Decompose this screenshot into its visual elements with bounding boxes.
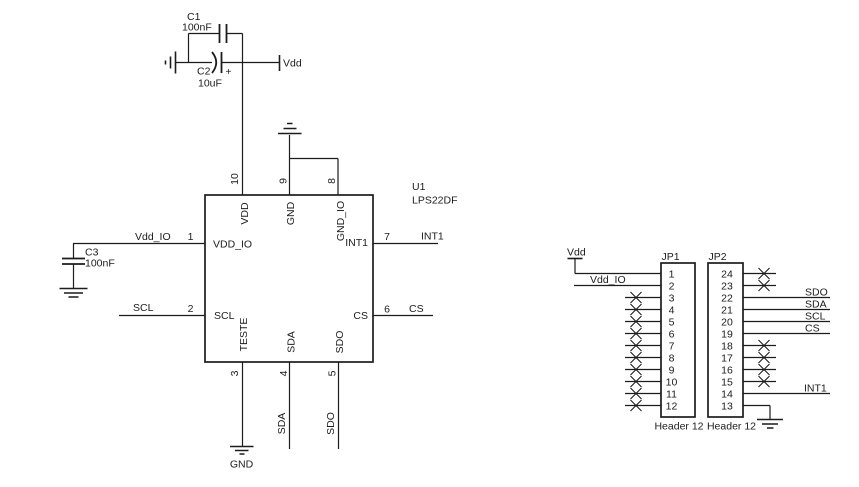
header-jp2: JP2 24 23 22 21 20 19 18 17 16 15 14 13 … — [707, 251, 830, 433]
net-wires-right: INT1 CS — [373, 231, 444, 317]
net-label-sda-jp2: SDA — [805, 299, 827, 311]
decoupling-wires — [176, 32, 279, 195]
ic-pin-label-cs: CS — [353, 310, 368, 322]
jp2-pin-num: 21 — [721, 304, 733, 316]
jp1-pin-num: 5 — [669, 316, 675, 328]
net-label-scl-jp2: SCL — [805, 311, 826, 323]
jp2-pin-num: 16 — [721, 364, 733, 376]
no-connect-x-jp2 — [758, 267, 770, 388]
jp1-pin-num: 4 — [669, 304, 675, 316]
jp2-pin-num: 15 — [721, 376, 733, 388]
capacitor-c3-plates — [62, 257, 85, 265]
header-jp2-ref: JP2 — [709, 251, 727, 263]
net-label-sdo-jp2: SDO — [805, 287, 828, 299]
net-label-cs-jp2: CS — [805, 323, 820, 335]
jp2-pin-num: 24 — [721, 268, 733, 280]
capacitor-c2-curved-plate — [211, 51, 218, 74]
jp1-pin-num: 12 — [666, 400, 678, 412]
jp2-pin-num: 22 — [721, 292, 733, 304]
ic-pin-label-gnd-io: GND_IO — [335, 201, 347, 241]
jp2-pin-num: 20 — [721, 316, 733, 328]
ic-pin-label-sda: SDA — [286, 331, 298, 353]
no-connect-x-jp1 — [630, 291, 642, 412]
capacitor-c3: C3 100nF — [59, 243, 115, 298]
ic-pin-num-4: 4 — [278, 370, 290, 376]
ic-pin-label-scl: SCL — [214, 310, 235, 322]
header-jp2-body — [707, 262, 744, 418]
ic-pin-num-3: 3 — [229, 370, 241, 376]
ic-pin-label-vdd: VDD — [239, 202, 251, 225]
ic-pin-label-int1: INT1 — [345, 237, 368, 249]
capacitor-c1-value: 100nF — [182, 22, 212, 34]
header-jp1-body — [660, 262, 696, 418]
jp1-pin-num: 1 — [669, 268, 675, 280]
ground-symbol-jp2 — [757, 418, 783, 429]
ic-pin-label-teste: TESTE — [238, 318, 250, 352]
vdd-label-left: Vdd — [283, 58, 302, 70]
ic-pin-num-10: 10 — [229, 173, 241, 185]
capacitor-c2-value: 10uF — [198, 78, 222, 90]
net-label-cs-u1: CS — [409, 303, 424, 315]
ic-pin-num-7: 7 — [384, 231, 390, 243]
ic-pin-num-5: 5 — [327, 370, 339, 376]
jp1-pin-num: 8 — [669, 352, 675, 364]
ic-pin-num-1: 1 — [188, 231, 194, 243]
net-label-sda-wire: SDA — [276, 413, 288, 435]
ic-pin-num-9: 9 — [278, 178, 290, 184]
jp1-pin-num: 10 — [666, 376, 678, 388]
ic-u1-part: LPS22DF — [412, 195, 458, 207]
ic-pin-num-2: 2 — [188, 303, 194, 315]
header-jp1-ref: JP1 — [662, 251, 680, 263]
capacitor-c2-polarity: + — [226, 67, 232, 78]
net-wires-left: Vdd_IO SCL — [73, 231, 205, 317]
power-ground-symbol-left — [164, 51, 177, 74]
jp1-pin-num: 6 — [669, 328, 675, 340]
jp1-pin-num: 2 — [669, 280, 675, 292]
jp2-pin-num: 17 — [721, 352, 733, 364]
capacitor-c2-ref: C2 — [197, 66, 211, 78]
jp1-pin-num: 7 — [669, 340, 675, 352]
vdd-power-port-left: Vdd — [278, 55, 302, 71]
vdd-label-right: Vdd — [567, 247, 586, 259]
jp1-pin-num: 3 — [669, 292, 675, 304]
net-label-int1-u1: INT1 — [421, 231, 444, 243]
capacitor-c1-ref: C1 — [187, 11, 201, 23]
header-jp2-type: Header 12 — [707, 421, 756, 433]
net-label-sdo-wire: SDO — [325, 412, 337, 435]
ic-pin-num-6: 6 — [384, 304, 390, 316]
jp2-pin-num: 18 — [721, 340, 733, 352]
ic-u1: U1 LPS22DF VDD_IO SCL INT1 CS VDD GND GN… — [188, 173, 458, 376]
jp2-pin-num: 14 — [721, 388, 733, 400]
jp2-pin-num: 19 — [721, 328, 733, 340]
ground-symbol-top — [278, 122, 339, 195]
capacitor-c3-ref: C3 — [85, 247, 99, 259]
ic-pin-num-8: 8 — [326, 178, 338, 184]
net-label-scl-left: SCL — [133, 302, 154, 314]
net-wires-bottom: SDA SDO — [241, 362, 340, 449]
net-label-vdd-io-left: Vdd_IO — [135, 231, 171, 243]
header-jp1-type: Header 12 — [654, 421, 703, 433]
jp2-pin-num: 23 — [721, 280, 733, 292]
capacitor-c1-plates — [218, 24, 228, 43]
ic-pin-label-gnd: GND — [285, 201, 297, 225]
gnd-label-bottom: GND — [230, 459, 254, 471]
jp1-pin-num: 11 — [666, 388, 677, 400]
net-label-vdd-io-right: Vdd_IO — [590, 274, 626, 286]
jp2-pin-num: 13 — [721, 400, 733, 412]
ic-u1-ref: U1 — [412, 181, 426, 193]
jp1-pin-num: 9 — [669, 364, 675, 376]
ground-symbol-bottom: GND — [230, 445, 254, 471]
header-jp1: JP1 Vdd Vdd_IO 1 2 3 4 5 6 7 8 9 10 11 1… — [567, 247, 704, 433]
capacitor-c3-value: 100nF — [85, 258, 115, 270]
ic-pin-label-sdo: SDO — [334, 331, 346, 354]
capacitor-c1: C1 100nF — [182, 11, 228, 43]
capacitor-c2: + C2 10uF — [197, 51, 232, 90]
ic-pin-label-vdd-io: VDD_IO — [213, 239, 252, 251]
net-label-int1-jp2: INT1 — [804, 383, 827, 395]
ground-symbol-c3 — [59, 287, 88, 298]
